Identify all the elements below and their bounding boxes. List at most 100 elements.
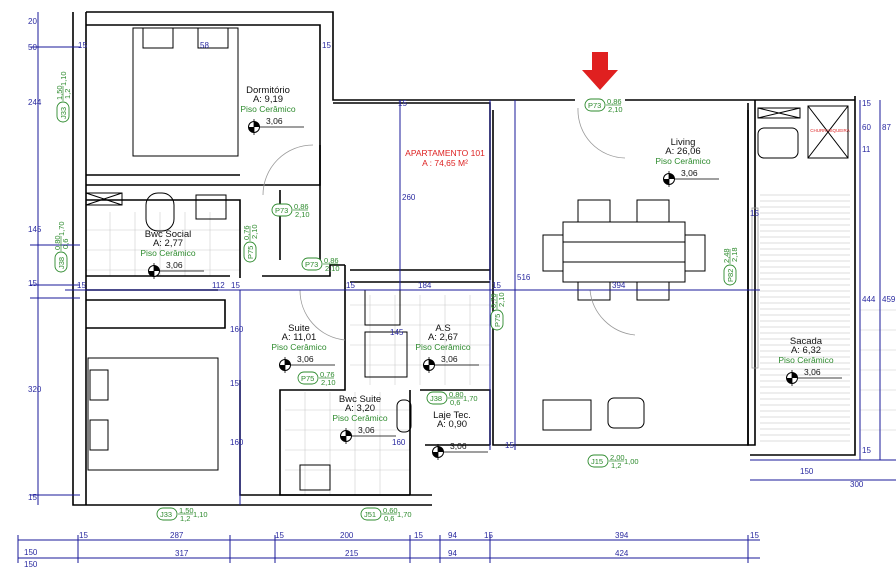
room-area: A: 3,20	[345, 403, 375, 414]
room-area: A: 2,67	[428, 332, 458, 343]
tag-width: 0,86	[324, 256, 339, 265]
double-bed-bottom	[87, 357, 219, 471]
dim: 15	[505, 441, 514, 450]
churrasqueira-label: CHURRASQUEIRA	[810, 128, 850, 133]
tag-sill: 1,70	[463, 394, 478, 403]
tag-height: 2,10	[497, 292, 506, 307]
dim: 394	[615, 531, 629, 540]
dim: 516	[517, 273, 531, 282]
dim: 15	[78, 41, 87, 50]
tag-id: J38	[57, 257, 66, 269]
tag-id: J15	[591, 457, 603, 466]
room-floor: Piso Cerâmico	[415, 342, 471, 352]
dimension-labels: 150 15 287 15 200 15 94 15 394 15 150 31…	[24, 17, 896, 569]
tag-width: 0,76	[320, 370, 335, 379]
dim: 200	[340, 531, 354, 540]
dim: 160	[392, 438, 406, 447]
tag-id: J38	[430, 394, 442, 403]
room-area: A: 26,06	[665, 146, 700, 157]
dim: 15	[484, 531, 493, 540]
room-floor: Piso Cerâmico	[332, 413, 388, 423]
dim: 260	[402, 193, 416, 202]
tag-height: 0,6	[384, 514, 394, 523]
tag-sill: 1,70	[57, 221, 66, 236]
dim: 94	[448, 531, 457, 540]
dim: 15	[28, 493, 37, 502]
double-bed-top	[132, 27, 239, 157]
apartment-area: A : 74,65 M²	[422, 158, 468, 168]
tag-width: 0,80	[449, 390, 464, 399]
dim: 11	[862, 145, 871, 154]
dim: 15	[275, 531, 284, 540]
tag-id: P73	[275, 206, 288, 215]
tag-id: P73	[588, 101, 601, 110]
tag-sill: 1,10	[193, 510, 208, 519]
entrance-arrow-icon	[582, 52, 618, 90]
room-floor: Piso Cerâmico	[778, 355, 834, 365]
dim: 394	[612, 281, 626, 290]
dim: 300	[850, 480, 864, 489]
dim: 459	[882, 295, 896, 304]
dim: 15	[230, 379, 239, 388]
tag-height: 1,2	[180, 514, 190, 523]
dim: 112	[212, 281, 225, 290]
tag-width: 2,48	[722, 248, 731, 263]
furniture	[85, 27, 849, 491]
tag-height: 2,10	[321, 378, 336, 387]
tag-height: 0,6	[61, 239, 70, 249]
dim: 15	[231, 281, 240, 290]
room-floor: Piso Cerâmico	[240, 104, 296, 114]
room-level: 3,06	[450, 441, 467, 451]
tag-id: P73	[305, 260, 318, 269]
dining-table	[562, 221, 686, 283]
room-area: A: 2,77	[153, 238, 183, 249]
dimension-lines	[17, 12, 896, 563]
dim: 424	[615, 549, 629, 558]
dim: 15	[346, 281, 355, 290]
room-level: 3,06	[681, 168, 698, 178]
room-name: Bwc Suite	[339, 394, 381, 405]
tag-id: P75	[301, 374, 314, 383]
dim: 160	[230, 438, 244, 447]
dim: 150	[24, 560, 38, 569]
room-area: A: 11,01	[282, 332, 317, 343]
room-level: 3,06	[297, 354, 314, 364]
dim: 58	[200, 41, 209, 50]
dim: 150	[800, 467, 814, 476]
tag-id: J33	[59, 107, 68, 119]
room-floor: Piso Cerâmico	[140, 248, 196, 258]
dim: 15	[750, 209, 759, 218]
dim: 15	[862, 446, 871, 455]
tag-width: 0,76	[489, 293, 498, 308]
sacada-deck	[760, 194, 850, 442]
dim: 15	[398, 99, 407, 108]
room-name: A.S	[435, 323, 450, 334]
room-floor: Piso Cerâmico	[271, 342, 327, 352]
tag-height: 2,10	[325, 264, 340, 273]
cooktop	[542, 399, 592, 431]
dim: 94	[448, 549, 457, 558]
tag-height: 2,18	[730, 247, 739, 262]
tag-width: 0,60	[383, 506, 398, 515]
dim: 317	[175, 549, 189, 558]
dim: 60	[862, 123, 871, 132]
room-area: A: 9,19	[253, 94, 283, 105]
dim: 150	[24, 548, 38, 557]
dim: 320	[28, 385, 42, 394]
tag-height: 2,10	[608, 105, 623, 114]
dim: 15	[862, 99, 871, 108]
tag-width: 1,50	[55, 85, 64, 100]
